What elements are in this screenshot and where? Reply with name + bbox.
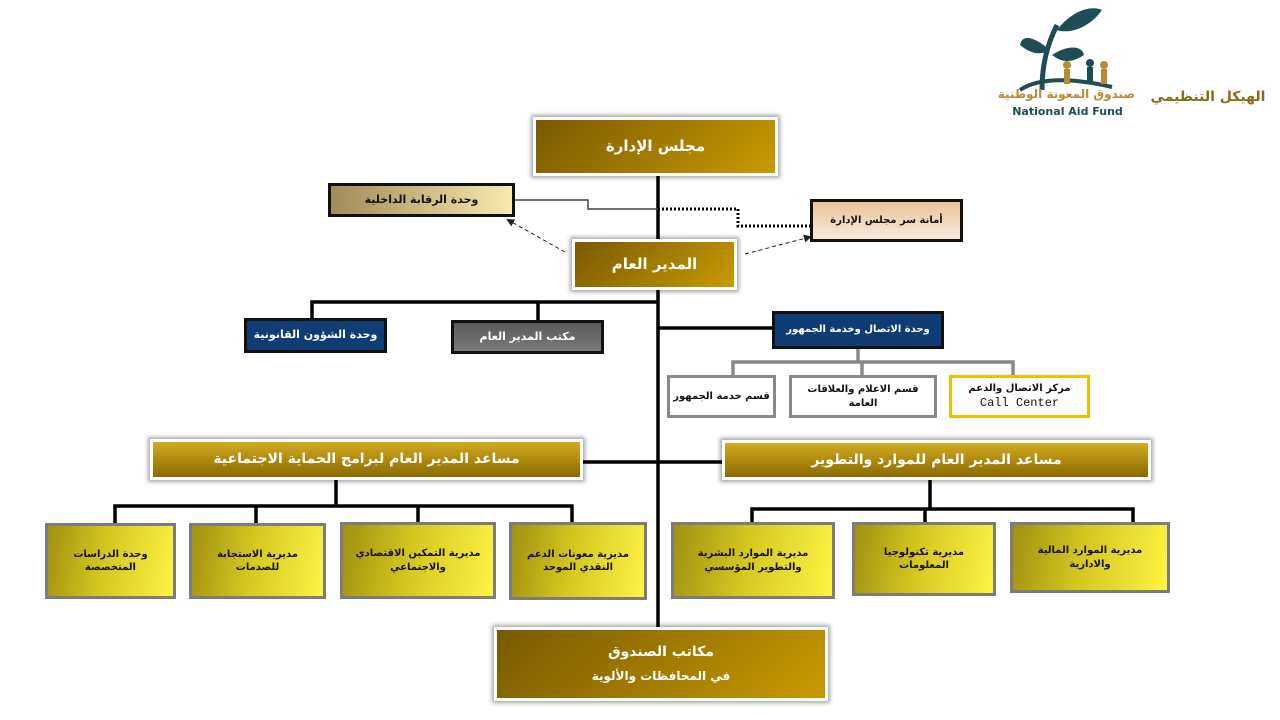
node-label: أمانة سر مجلس الإدارة (830, 214, 943, 226)
node-finance-admin[interactable]: مديرية الموارد المالية والادارية (1010, 522, 1170, 593)
node-public-service[interactable]: قسم خدمة الجمهور (667, 375, 776, 418)
node-label: قسم الاعلام والعلاقات العامة (807, 384, 919, 409)
node-cash-support[interactable]: مديرية معونات الدعم النقدي الموحد (509, 522, 647, 600)
node-label: والادارية (1069, 558, 1111, 570)
node-label: مديرية التمكين الاقتصادي (355, 548, 481, 559)
node-label: مكاتب الصندوق (608, 644, 714, 661)
node-fund-offices[interactable]: مكاتب الصندوق في المحافظات والألوية (494, 627, 828, 701)
node-label: مجلس الإدارة (605, 137, 706, 156)
node-communication-unit[interactable]: وحدة الاتصال وخدمة الجمهور (772, 311, 944, 349)
node-gm-office[interactable]: مكتب المدير العام (451, 320, 604, 354)
node-hr-development[interactable]: مديرية الموارد البشرية والتطوير المؤسسي (671, 522, 835, 599)
node-label: مكتب المدير العام (479, 329, 576, 343)
node-label: مديرية تكنولوجيا (883, 546, 965, 558)
node-media-pr[interactable]: قسم الاعلام والعلاقات العامة (789, 375, 937, 418)
node-shock-response[interactable]: مديرية الاستجابة للصدمات (189, 523, 326, 599)
node-label-english: Call Center (979, 396, 1060, 411)
node-label: وحدة الدراسات (73, 548, 148, 560)
node-specialized-studies[interactable]: وحدة الدراسات المتخصصة (45, 523, 176, 599)
node-label: المعلومات (899, 560, 949, 571)
node-board-secretary[interactable]: أمانة سر مجلس الإدارة (810, 199, 963, 242)
node-label: وحدة الاتصال وخدمة الجمهور (786, 324, 930, 336)
node-board[interactable]: مجلس الإدارة (533, 117, 778, 176)
node-label: مديرية معونات الدعم (526, 548, 630, 560)
logo-arabic-name: صندوق المعونة الوطنية (997, 87, 1135, 101)
node-label: مديرية الموارد المالية (1037, 545, 1143, 556)
national-aid-fund-logo: صندوق المعونة الوطنية National Aid Fund … (997, 5, 1275, 123)
node-label: وحدة الشؤون القانونية (253, 328, 378, 342)
node-call-center[interactable]: مركز الاتصال والدعم Call Center (949, 375, 1090, 418)
node-general-manager[interactable]: المدير العام (572, 239, 737, 290)
page-title: الهيكل التنظيمي (1150, 89, 1266, 105)
node-legal-affairs[interactable]: وحدة الشؤون القانونية (244, 318, 387, 353)
node-label: المدير العام (611, 255, 698, 274)
node-economic-empowerment[interactable]: مديرية التمكين الاقتصادي والاجتماعي (340, 522, 496, 599)
node-label: قسم خدمة الجمهور (673, 390, 770, 402)
node-label: مساعد المدير العام للموارد والتطوير (811, 451, 1062, 468)
node-label: للصدمات (235, 562, 280, 573)
node-label: وحدة الرقابة الداخلية (364, 192, 479, 206)
node-label: مديرية الموارد البشرية (697, 548, 809, 559)
node-asst-resources[interactable]: مساعد المدير العام للموارد والتطوير (722, 440, 1151, 480)
node-label: والاجتماعي (390, 561, 446, 573)
node-label: في المحافظات والألوية (591, 669, 731, 684)
node-label: المتخصصة (85, 562, 136, 573)
node-label: مركز الاتصال والدعم (968, 382, 1071, 394)
node-internal-audit[interactable]: وحدة الرقابة الداخلية (328, 183, 515, 217)
tree-family-icon (1018, 8, 1113, 92)
node-asst-social-protection[interactable]: مساعد المدير العام لبرامج الحماية الاجتم… (150, 439, 583, 480)
node-label: مديرية الاستجابة (217, 548, 298, 560)
node-label: النقدي الموحد (542, 562, 614, 573)
node-label: والتطوير المؤسسي (704, 561, 802, 573)
logo-english-name: National Aid Fund (1012, 105, 1123, 118)
node-label: مساعد المدير العام لبرامج الحماية الاجتم… (213, 451, 520, 468)
node-it[interactable]: مديرية تكنولوجيا المعلومات (852, 522, 996, 596)
